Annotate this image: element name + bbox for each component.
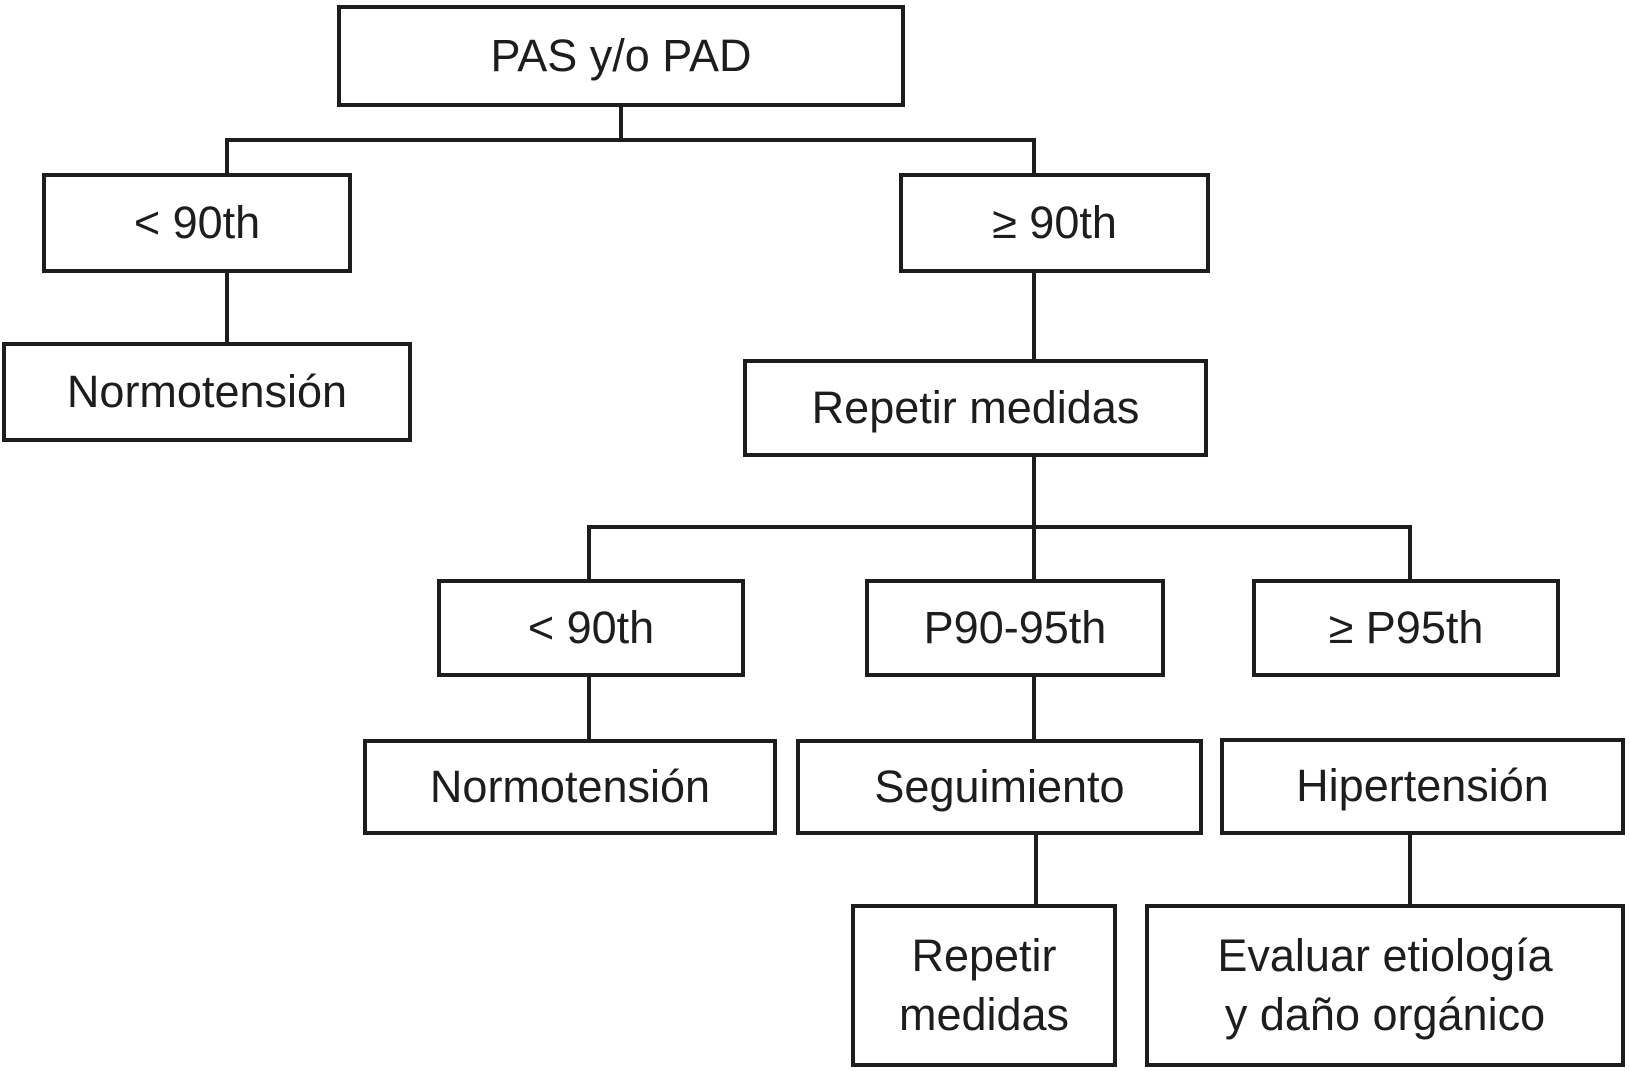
connector-to-ge-p95: [1408, 525, 1412, 583]
flow-node-lt90-mid-label: < 90th: [527, 601, 655, 653]
connector-seguimiento-repetir2: [1034, 833, 1038, 908]
flow-node-pas-pad-label: PAS y/o PAD: [490, 29, 752, 81]
connector-ge90-repetir: [1032, 271, 1036, 363]
flow-node-lt90-mid: < 90th: [437, 579, 745, 677]
connector-p9095-seguimiento: [1032, 675, 1036, 743]
connector-to-ge90: [1032, 138, 1036, 177]
flow-node-p90-95: P90-95th: [865, 579, 1165, 677]
flow-node-evaluar-etiologia-label: Evaluar etiología y daño orgánico: [1217, 930, 1553, 1040]
flow-node-seguimiento-label: Seguimiento: [874, 760, 1125, 812]
flow-node-lt90-left: < 90th: [42, 173, 352, 273]
flow-node-seguimiento: Seguimiento: [796, 739, 1203, 835]
flow-node-ge90: ≥ 90th: [899, 173, 1210, 273]
connector-root-stem: [619, 105, 623, 142]
flow-node-hipertension: Hipertensión: [1220, 738, 1625, 835]
flow-node-repetir-medidas-label: Repetir medidas: [811, 381, 1140, 433]
flow-node-ge-p95: ≥ P95th: [1252, 579, 1560, 677]
flow-node-repetir-medidas-2: Repetir medidas: [851, 904, 1117, 1067]
flow-node-normotension-mid: Normotensión: [363, 739, 777, 835]
connector-to-lt90-mid: [587, 525, 591, 583]
flow-node-normotension-mid-label: Normotensión: [429, 760, 711, 812]
flow-node-ge-p95-label: ≥ P95th: [1328, 601, 1484, 653]
flow-node-repetir-medidas-2-label: Repetir medidas: [898, 930, 1070, 1040]
flow-node-p90-95-label: P90-95th: [923, 601, 1107, 653]
flow-node-hipertension-label: Hipertensión: [1296, 760, 1549, 812]
connector-level3-branch: [587, 525, 1412, 529]
flow-node-lt90-left-label: < 90th: [133, 196, 261, 248]
connector-lt90-normotension: [225, 271, 229, 346]
flow-node-repetir-medidas: Repetir medidas: [743, 359, 1208, 457]
flow-node-normotension-left: Normotensión: [2, 342, 412, 442]
connector-lt90mid-normotension: [587, 675, 591, 743]
connector-to-lt90-left: [225, 138, 229, 177]
connector-repetir-stem: [1032, 455, 1036, 529]
connector-hipertension-evaluar: [1408, 833, 1412, 908]
flow-node-pas-pad: PAS y/o PAD: [337, 5, 905, 107]
flow-node-ge90-label: ≥ 90th: [992, 196, 1117, 248]
connector-to-p90-95: [1032, 525, 1036, 583]
connector-level1-branch: [225, 138, 1036, 142]
flow-node-evaluar-etiologia: Evaluar etiología y daño orgánico: [1145, 904, 1625, 1067]
flow-node-normotension-left-label: Normotensión: [66, 365, 348, 417]
